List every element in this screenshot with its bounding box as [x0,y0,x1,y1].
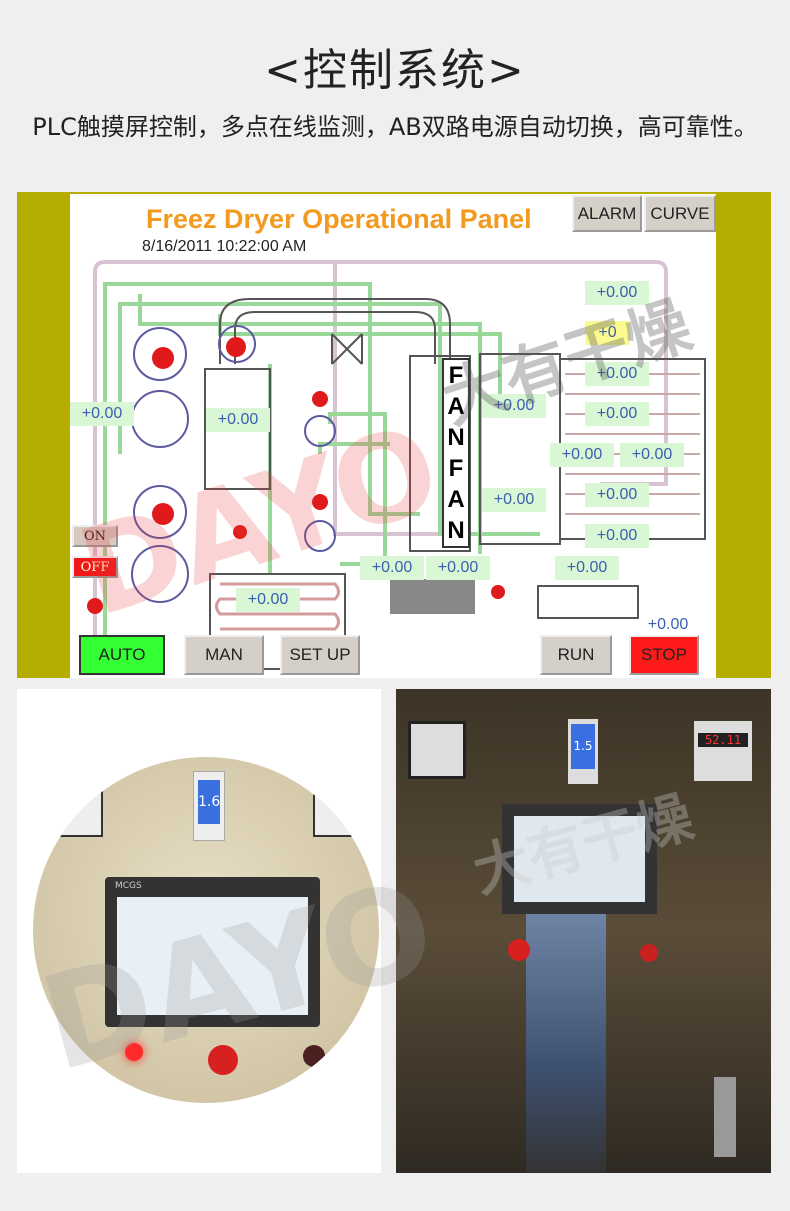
pump-status-indicator [152,347,174,369]
value-readout: +0.00 [360,556,424,580]
value-readout: +0.00 [482,394,546,418]
value-readout: +0.00 [555,556,619,580]
on-button[interactable]: ON [72,525,118,547]
page-title: <控制系统> [264,45,526,96]
value-readout: +0.00 [585,402,649,426]
hmi-panel-bezel: Freez Dryer Operational Panel 8/16/2011 … [17,192,771,678]
value-readout: +0.00 [585,524,649,548]
fan-letter: F [448,454,464,482]
cabinet-photo-right: 1.5 52.11 [396,689,771,1173]
man-button[interactable]: MAN [184,635,264,675]
digital-meter: 52.11 [694,721,752,781]
indicator-lamp [640,944,658,962]
fan-letter: N [447,516,465,544]
touch-screen-photo [502,804,657,914]
value-readout: +0.00 [426,556,490,580]
panel-datetime: 8/16/2011 10:22:00 AM [142,238,307,255]
curve-button[interactable]: CURVE [644,195,716,232]
value-readout: +0.00 [585,281,649,305]
value-readout: +0.00 [236,588,300,612]
fan-letter: A [447,485,465,513]
ammeter [313,787,363,837]
value-readout: +0.00 [585,483,649,507]
page-description: PLC触摸屏控制，多点在线监测，AB双路电源自动切换，高可靠性。 [32,113,758,141]
person [526,914,606,1173]
fan-letter: N [447,423,465,451]
stop-button[interactable]: STOP [629,635,699,675]
indicator-lamp [125,1043,143,1061]
meter [408,721,466,779]
panel-title: Freez Dryer Operational Panel [146,204,532,234]
cabinet-closeup: 1.6 MCGS [33,757,379,1103]
auto-button[interactable]: AUTO [79,635,165,675]
door-handle [714,1077,736,1157]
value-readout: +0 [585,321,630,345]
vacuum-gauge: 1.6 [193,771,225,841]
value-readout: +0.00 [647,616,689,633]
off-button[interactable]: OFF [72,556,118,578]
alarm-button[interactable]: ALARM [572,195,642,232]
fan-letter: F [448,361,464,389]
vacuum-gauge: 1.5 [568,719,598,784]
cabinet-photo-left: 1.6 MCGS [17,689,381,1173]
run-button[interactable]: RUN [540,635,612,675]
value-readout: +0.00 [482,488,546,512]
value-readout: +0.00 [620,443,684,467]
fan-unit: F A N F A N [442,358,470,548]
knob [303,1045,325,1067]
emergency-stop-button [508,939,530,961]
setup-button[interactable]: SET UP [280,635,360,675]
value-readout: +0.00 [206,408,270,432]
emergency-stop-button [208,1045,238,1075]
value-readout: +0.00 [70,402,134,426]
touch-screen-photo: MCGS [105,877,320,1027]
hmi-screen: Freez Dryer Operational Panel 8/16/2011 … [70,194,716,678]
fan-letter: A [447,392,465,420]
piping-diagram [87,260,706,674]
value-readout: +0.00 [585,362,649,386]
voltmeter [53,787,103,837]
value-readout: +0.00 [550,443,614,467]
